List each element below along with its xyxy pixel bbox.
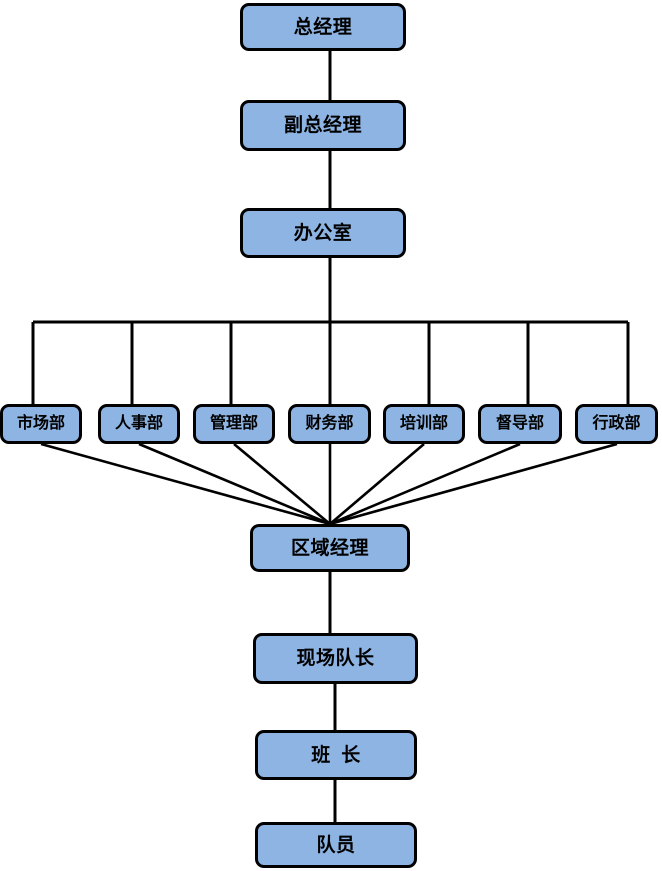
node-dept-hr[interactable]: 人事部 <box>98 404 180 444</box>
node-label: 财务部 <box>305 415 354 432</box>
fan-line-dept-training <box>329 443 425 525</box>
node-label: 区域经理 <box>290 537 369 559</box>
node-dept-administration[interactable]: 行政部 <box>575 404 658 444</box>
node-label: 现场队长 <box>296 648 375 669</box>
node-label: 人事部 <box>114 415 163 432</box>
node-regional-manager[interactable]: 区域经理 <box>250 524 410 572</box>
node-squad-leader[interactable]: 班 长 <box>255 730 417 780</box>
fan-line-dept-hr <box>138 442 331 526</box>
node-label: 培训部 <box>399 415 448 432</box>
node-site-team-leader[interactable]: 现场队长 <box>253 633 418 684</box>
node-label: 管理部 <box>209 415 258 432</box>
fan-line-dept-administration <box>329 442 618 526</box>
fan-line-dept-marketing <box>40 442 331 526</box>
node-dept-finance[interactable]: 财务部 <box>288 404 371 444</box>
node-team-member[interactable]: 队员 <box>255 822 417 868</box>
node-office[interactable]: 办公室 <box>240 208 406 258</box>
node-label: 督导部 <box>495 415 544 432</box>
department-fan-lines <box>40 442 618 526</box>
node-label: 副总经理 <box>283 115 362 136</box>
node-general-manager[interactable]: 总经理 <box>240 3 406 51</box>
node-label: 办公室 <box>293 222 353 244</box>
node-dept-training[interactable]: 培训部 <box>383 404 465 444</box>
node-label: 行政部 <box>592 415 641 432</box>
node-label: 市场部 <box>16 415 65 432</box>
department-drop-lines <box>31 322 630 404</box>
fan-line-dept-supervision <box>329 442 521 526</box>
fan-line-dept-management <box>233 443 331 525</box>
node-label: 班 长 <box>311 744 361 766</box>
node-dept-marketing[interactable]: 市场部 <box>0 404 82 444</box>
node-deputy-general-manager[interactable]: 副总经理 <box>240 100 406 151</box>
node-dept-management[interactable]: 管理部 <box>193 404 275 444</box>
node-label: 总经理 <box>293 16 353 38</box>
node-dept-supervision[interactable]: 督导部 <box>478 404 562 444</box>
node-label: 队员 <box>316 834 356 856</box>
